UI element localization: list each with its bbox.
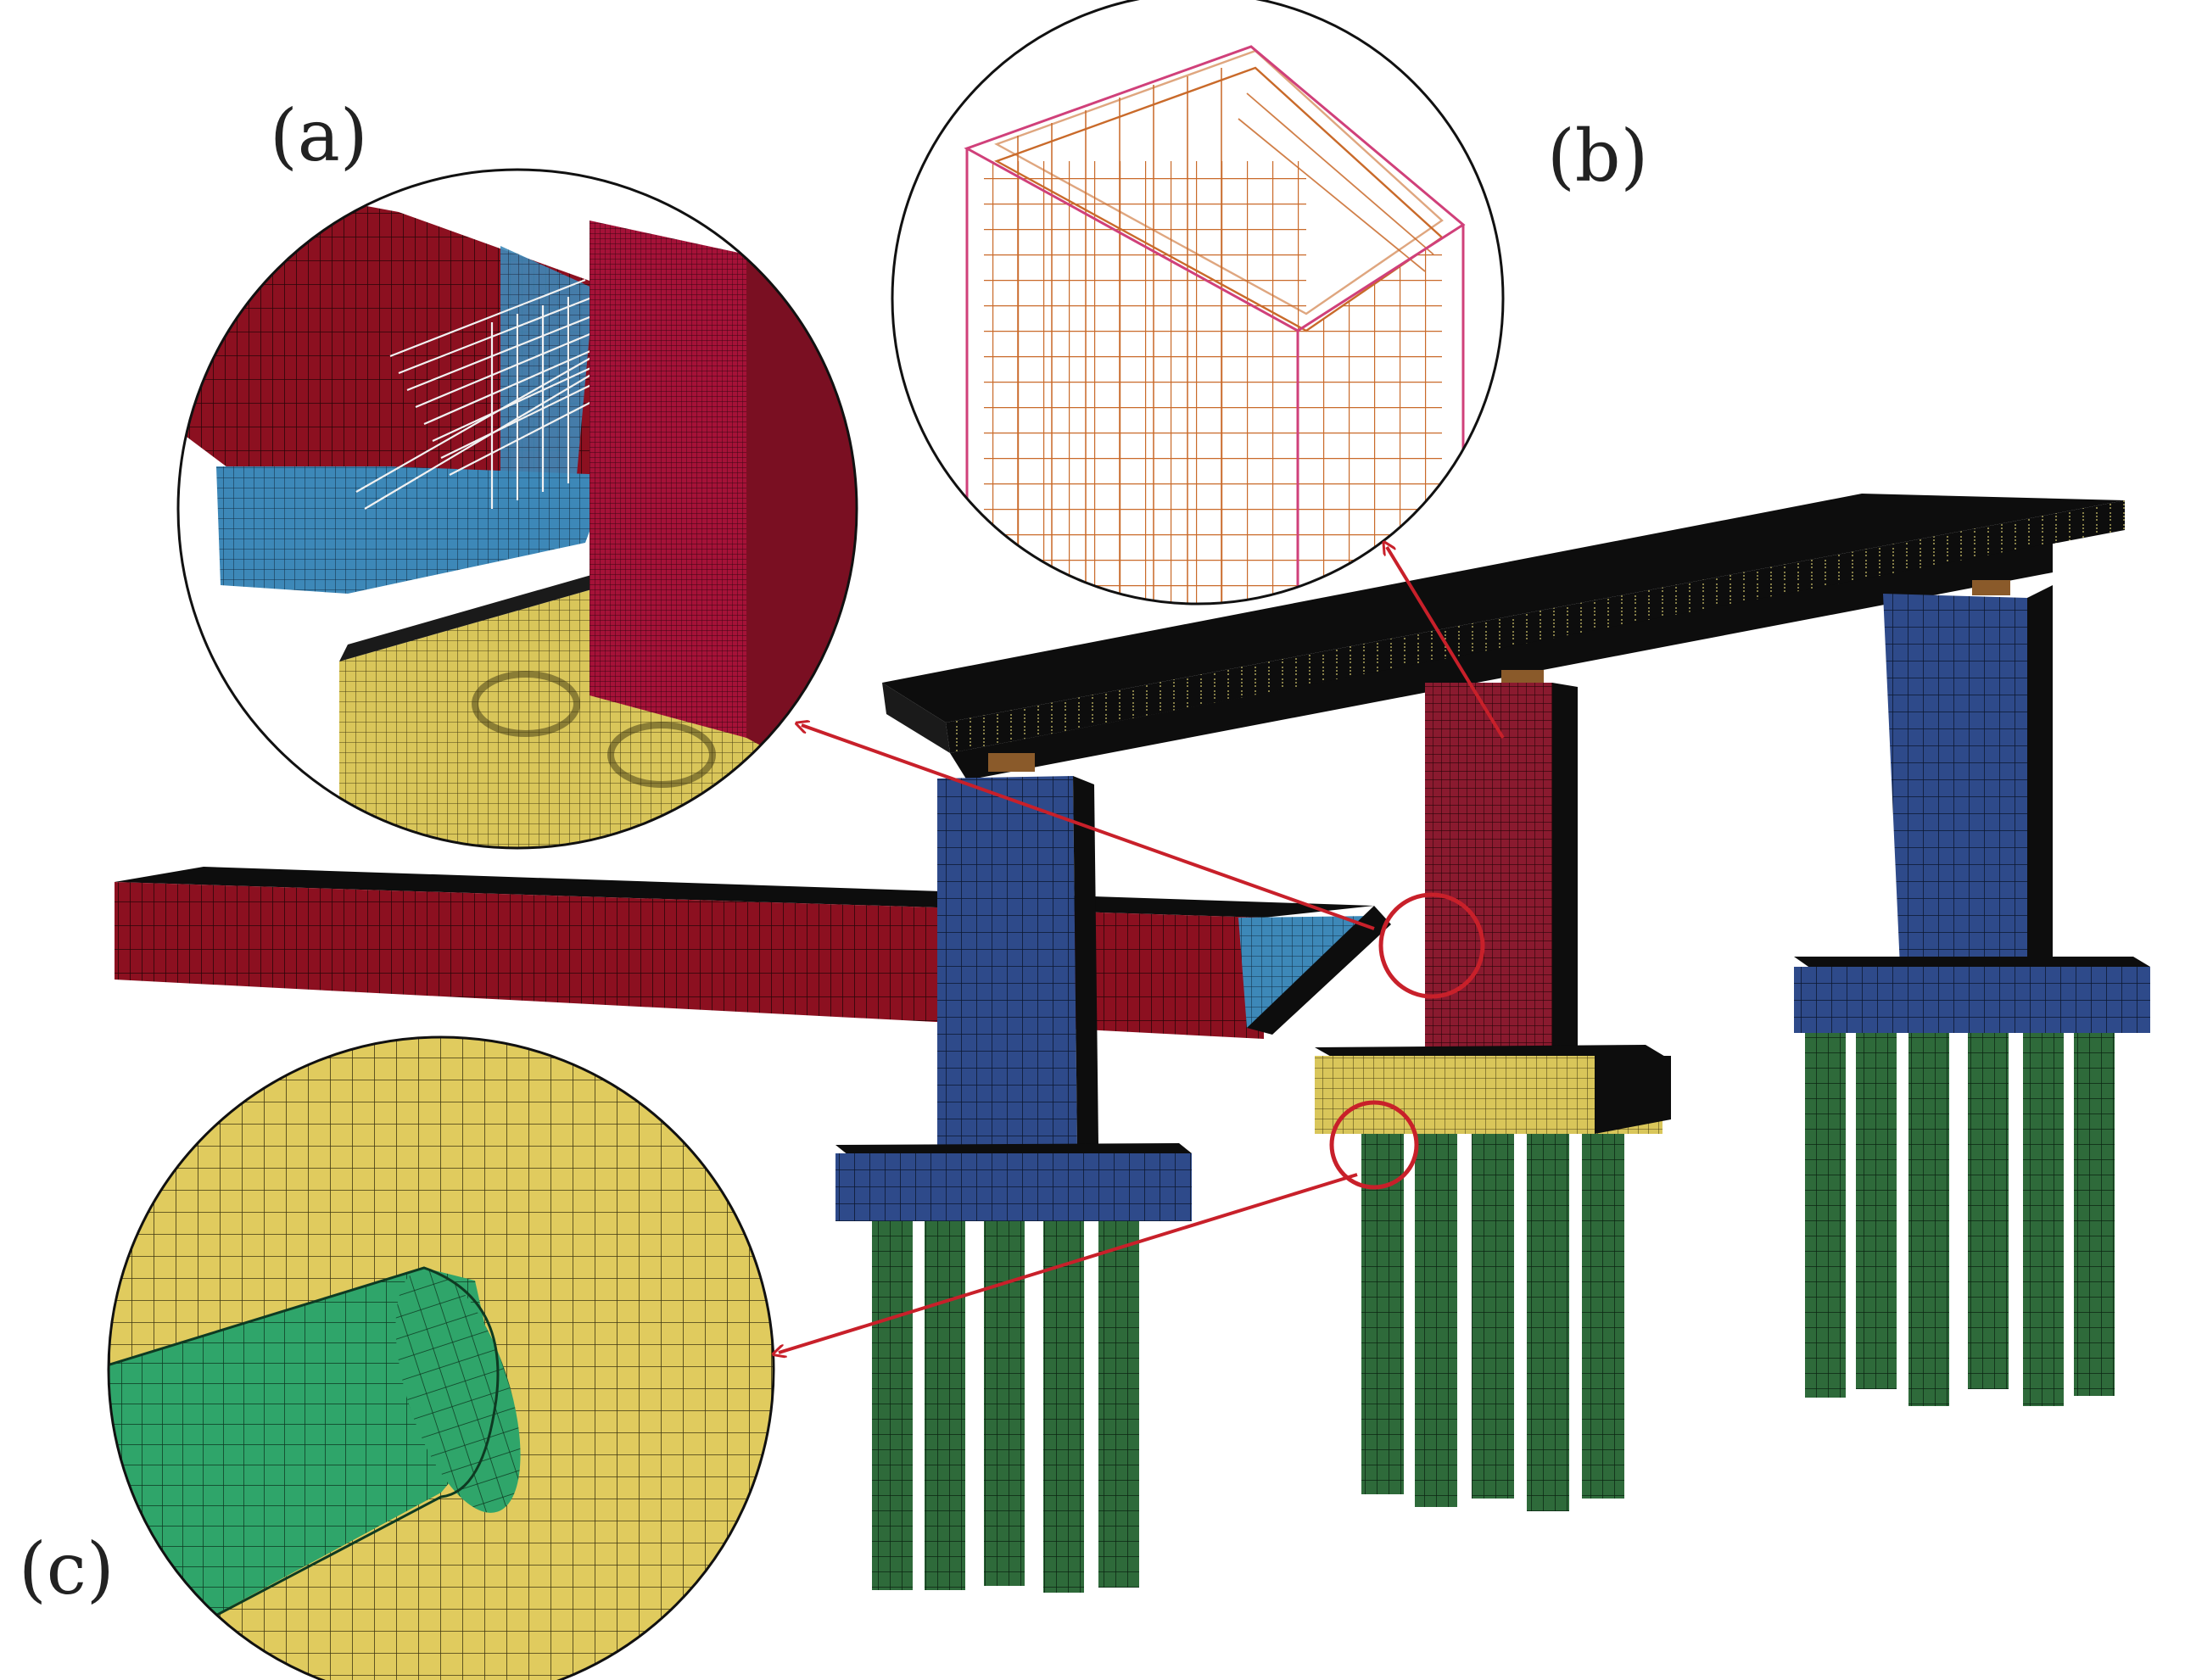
panel-label-c: (c): [19, 1527, 115, 1610]
bearing-left: [988, 753, 1035, 772]
pier-right: [1794, 585, 2150, 1406]
callout-arrows: [779, 547, 1505, 1353]
piles-left: [872, 1221, 1139, 1593]
bridge-deck: [882, 494, 2125, 780]
zoom-marker-a: [1378, 892, 1485, 999]
arrow-icon: [1387, 547, 1505, 740]
detail-c-pile-cap-interface: [107, 1035, 775, 1680]
piles-right: [1805, 1033, 2115, 1406]
panel-label-a: (a): [270, 94, 368, 177]
pier-left: [835, 776, 1192, 1593]
arrow-icon: [779, 1173, 1358, 1353]
zoom-marker-c: [1329, 1100, 1419, 1190]
bearing-right: [1972, 580, 2010, 595]
detail-b-rebar-cage: [891, 0, 1505, 606]
piles-middle: [1361, 1134, 1624, 1511]
approach-girder: [115, 867, 1391, 1039]
panel-label-b: (b): [1547, 114, 1649, 198]
bridge-model: [115, 494, 2150, 1593]
detail-a-girder-pier-joint: [176, 168, 858, 850]
pier-middle: [1315, 683, 1671, 1511]
arrow-icon: [802, 725, 1375, 930]
